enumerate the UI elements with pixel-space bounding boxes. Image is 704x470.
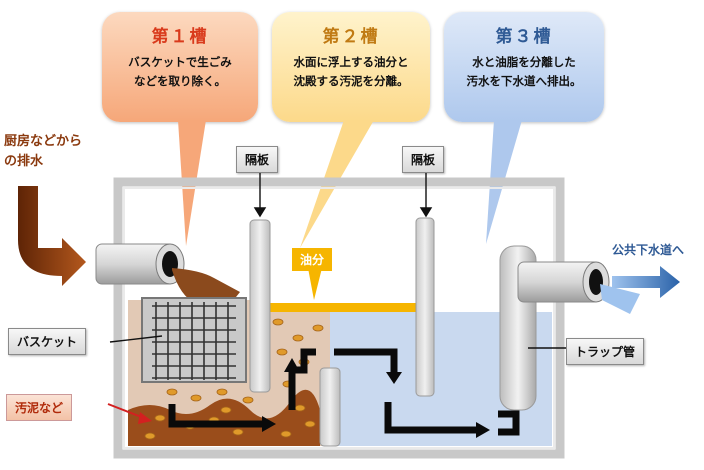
trap-pipe-label: トラップ管 (566, 338, 645, 365)
inflow-label-line1: 厨房などから (4, 134, 83, 149)
oil-layer (270, 303, 416, 312)
tank3-callout: 第３槽 水と油脂を分離した 汚水を下水道へ排出。 (444, 12, 604, 122)
partition-low (319, 367, 341, 447)
tank2-title: 第２槽 (322, 27, 380, 47)
inlet-pipe (95, 243, 185, 285)
outflow-stream (600, 284, 640, 314)
partition-left-label: 隔板 (236, 146, 279, 173)
oil-label-tail (308, 268, 322, 300)
partition-right-label: 隔板 (402, 146, 445, 173)
basket-label: バスケット (8, 328, 87, 355)
tank1-description: バスケットで生ごみ などを取り除く。 (102, 53, 258, 91)
oil-label: 油分 (292, 248, 333, 271)
partition-left (249, 219, 271, 393)
flow-arrowheads (262, 358, 490, 438)
tank1-title: 第１槽 (151, 27, 209, 47)
tank-shell (113, 177, 565, 459)
tank2-callout: 第２槽 水面に浮上する油分と 沈殿する汚泥を分離。 (272, 12, 430, 122)
inflow-label: 厨房などから の排水 (4, 132, 82, 172)
sludge-label: 汚泥など (6, 394, 73, 421)
tank1-desc-line2: などを取り除く。 (134, 74, 226, 88)
tank3-desc-line1: 水と油脂を分離した (472, 55, 576, 69)
outlet-pipe (517, 261, 610, 303)
partition-right (415, 217, 435, 397)
inflow-stream (172, 268, 240, 304)
tank2-desc-line1: 水面に浮上する油分と (293, 55, 409, 69)
tank3-description: 水と油脂を分離した 汚水を下水道へ排出。 (444, 53, 604, 91)
sludge-pointer (107, 403, 152, 424)
tank3-desc-line2: 汚水を下水道へ排出。 (466, 74, 582, 88)
tank2-desc-line2: 沈殿する汚泥を分離。 (293, 74, 409, 88)
label-pointers (109, 172, 568, 349)
tank2-description: 水面に浮上する油分と 沈殿する汚泥を分離。 (272, 53, 430, 91)
tank3-title: 第３槽 (495, 27, 553, 47)
basket (141, 297, 247, 383)
tank1-callout: 第１槽 バスケットで生ごみ などを取り除く。 (102, 12, 258, 122)
flow-arrows (168, 348, 520, 436)
tank1-desc-line1: バスケットで生ごみ (128, 55, 232, 69)
inflow-arrow (18, 186, 86, 286)
tank-shell-inner (123, 187, 555, 449)
sludge-layer (128, 389, 320, 446)
outflow-arrow (612, 266, 680, 298)
inflow-label-line2: の排水 (4, 154, 44, 169)
outflow-label: 公共下水道へ (612, 243, 685, 257)
